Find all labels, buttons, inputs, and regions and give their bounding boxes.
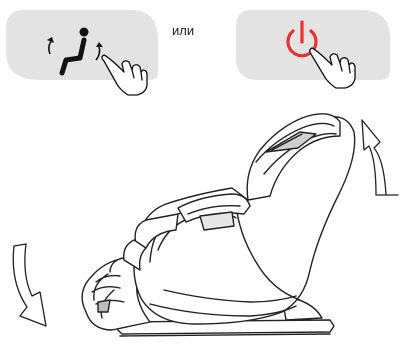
massage-chair-illustration	[82, 114, 355, 336]
power-button-shape	[236, 10, 390, 80]
curved-arrow-icon	[13, 244, 46, 326]
power-button[interactable]	[236, 10, 390, 80]
curved-arrow-icon	[362, 120, 398, 195]
or-label: или	[172, 23, 212, 39]
